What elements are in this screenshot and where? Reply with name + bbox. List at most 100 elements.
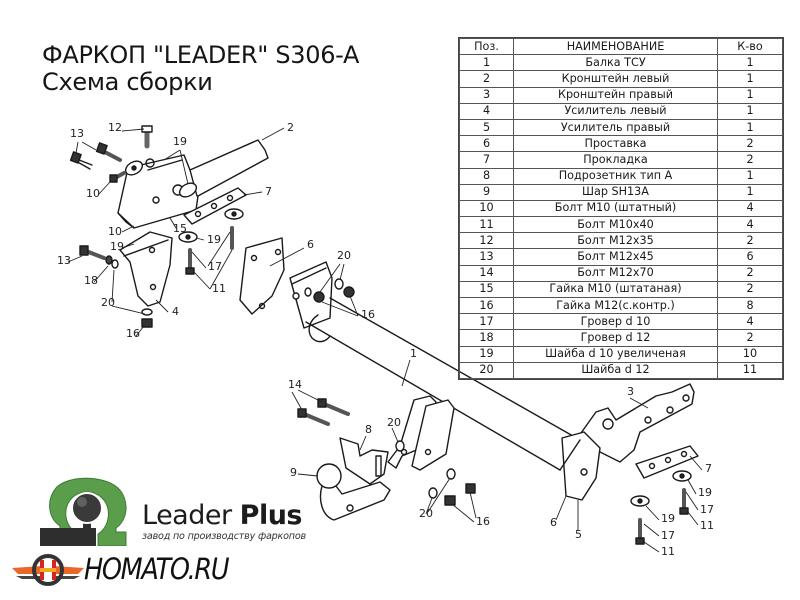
callout-label: 5 [575, 528, 582, 541]
cell-qty: 4 [717, 313, 783, 331]
cell-qty: 4 [717, 199, 783, 218]
cell-name: Болт М12х35 [513, 232, 718, 250]
cell-qty: 1 [717, 183, 783, 201]
callout-label: 12 [108, 121, 122, 134]
cell-qty: 1 [717, 86, 783, 104]
callout-label: 18 [84, 274, 98, 287]
cell-qty: 4 [717, 216, 783, 234]
callout-label: 7 [265, 185, 272, 198]
cell-name: Кронштейн правый [513, 86, 718, 104]
column-header-pos: Поз. [459, 37, 514, 56]
cell-name: Шар SH13A [513, 183, 718, 201]
cell-qty: 2 [717, 329, 783, 347]
cell-qty: 1 [717, 70, 783, 88]
brand-name-regular: Leader [142, 500, 240, 531]
cell-pos: 19 [459, 345, 514, 363]
column-header-name: НАИМЕНОВАНИЕ [513, 37, 718, 56]
callout-label: 17 [700, 503, 714, 516]
callout-label: 8 [365, 423, 372, 436]
cell-qty: 2 [717, 151, 783, 169]
cell-name: Подрозетник тип А [513, 167, 718, 185]
cell-name: Гайка М10 (штатаная) [513, 280, 718, 299]
cell-name: Кронштейн левый [513, 70, 718, 88]
cell-name: Гровер d 12 [513, 329, 718, 347]
callout-label: 20 [419, 507, 433, 520]
cell-name: Усилитель правый [513, 118, 718, 137]
callout-label: 11 [661, 545, 675, 558]
cell-pos: 15 [459, 280, 514, 299]
cell-pos: 18 [459, 329, 514, 347]
callout-label: 13 [57, 254, 71, 267]
callout-label: 9 [290, 466, 297, 479]
callout-label: 16 [126, 327, 140, 340]
cell-pos: 3 [459, 86, 514, 104]
callout-label: 19 [698, 486, 712, 499]
cell-pos: 17 [459, 313, 514, 331]
cell-pos: 13 [459, 248, 514, 266]
diagram-title: ФАРКОП "LEADER" S306-A Схема сборки [42, 42, 359, 96]
callout-label: 20 [387, 416, 401, 429]
callout-label: 16 [476, 515, 490, 528]
callout-label: 17 [661, 529, 675, 542]
table-header-row: Поз. НАИМЕНОВАНИЕ К-во [459, 37, 783, 56]
cell-pos: 9 [459, 183, 514, 201]
cell-name: Балка ТСУ [513, 54, 718, 72]
cell-qty: 1 [717, 54, 783, 72]
cell-pos: 16 [459, 296, 514, 315]
column-header-qty: К-во [717, 37, 783, 56]
callout-label: 19 [173, 135, 187, 148]
cell-qty: 1 [717, 118, 783, 137]
callout-label: 14 [288, 378, 302, 391]
cell-pos: 20 [459, 361, 514, 379]
callout-label: 19 [207, 233, 221, 246]
callout-label: 2 [287, 121, 294, 134]
cell-pos: 7 [459, 151, 514, 169]
title-product: ФАРКОП "LEADER" S306-A [42, 41, 360, 69]
callout-label: 19 [661, 512, 675, 525]
brand-name-bold: Plus [239, 500, 303, 531]
cell-name: Болт М12х45 [513, 248, 718, 266]
callout-label: 10 [86, 187, 100, 200]
callout-label: 20 [337, 249, 351, 262]
callout-label: 1 [410, 347, 417, 360]
cell-name: Шайба d 12 [513, 361, 718, 379]
cell-qty: 8 [717, 296, 783, 315]
callout-label: 6 [307, 238, 314, 251]
cell-pos: 1 [459, 54, 514, 72]
cell-pos: 10 [459, 199, 514, 218]
cell-name: Болт М10 (штатный) [513, 199, 718, 218]
homato-logo-icon [12, 554, 84, 586]
cell-pos: 8 [459, 167, 514, 185]
cell-name: Гровер d 10 [513, 313, 718, 331]
cell-pos: 4 [459, 102, 514, 120]
callout-label: 4 [172, 305, 179, 318]
callout-label: 11 [700, 519, 714, 532]
cell-pos: 11 [459, 216, 514, 234]
cell-name: Усилитель левый [513, 102, 718, 120]
cell-pos: 2 [459, 70, 514, 88]
cell-name: Шайба d 10 увеличеная [513, 345, 718, 363]
callout-label: 6 [550, 516, 557, 529]
cell-qty: 6 [717, 248, 783, 266]
leader-plus-brand-name: Leader Plus [142, 500, 303, 531]
homato-brand-name: HOMATO.RU [84, 552, 230, 586]
cell-qty: 2 [717, 264, 783, 282]
cell-qty: 10 [717, 345, 783, 363]
cell-qty: 1 [717, 102, 783, 120]
callout-label: 16 [361, 308, 375, 321]
cell-qty: 1 [717, 167, 783, 185]
